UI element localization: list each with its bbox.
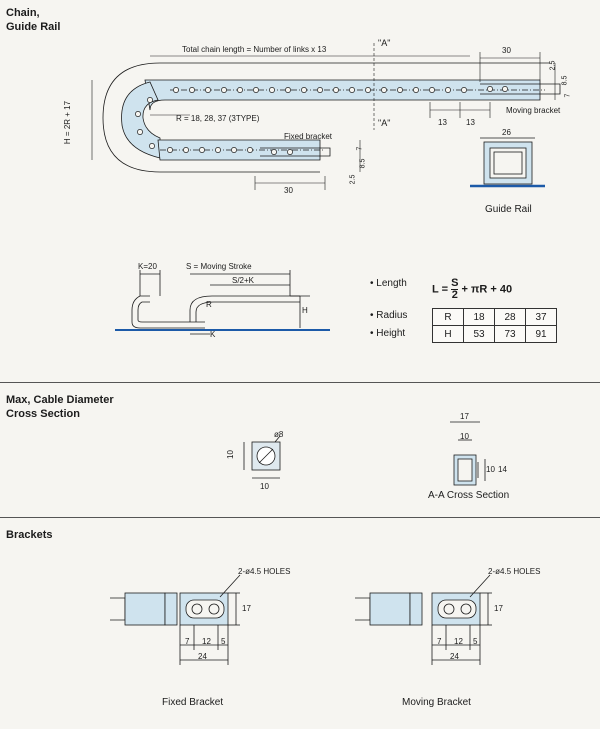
s2k-label: S/2+K — [232, 276, 255, 285]
dim-26: 26 — [502, 128, 511, 137]
aa-dim-14: 14 — [498, 465, 507, 474]
chain-upper-run — [144, 79, 541, 111]
section-title-chain-line2: Guide Rail — [6, 21, 61, 33]
moving-stroke-label: S = Moving Stroke — [186, 262, 252, 271]
dim-2-5-top: 2.5 — [549, 60, 557, 71]
height-row: • Height — [370, 328, 406, 339]
dim-13-right: 13 — [466, 118, 475, 127]
fixed-dim-5: 5 — [221, 637, 226, 646]
stroke-r-label: R — [206, 300, 212, 309]
height-formula-label: H = 2R + 17 — [63, 100, 73, 145]
moving-dim-5: 5 — [473, 637, 478, 646]
dim-8-5-top: 8.5 — [561, 75, 569, 86]
section-title-cable: Max, Cable Diameter Cross Section — [6, 393, 114, 421]
moving-bracket-label: Moving bracket — [506, 106, 561, 115]
chain-dimension-lines — [91, 43, 556, 190]
formula-tail: + πR + 40 — [461, 283, 513, 296]
cable-diam-label: ø8 — [274, 430, 284, 439]
total-length-label: Total chain length = Number of links x 1… — [182, 45, 327, 54]
table-cell: 28 — [494, 308, 526, 326]
dim-13-left: 13 — [438, 118, 447, 127]
length-row: • Length — [370, 278, 407, 289]
moving-bracket-caption: Moving Bracket — [402, 697, 471, 708]
aa-caption: A-A Cross Section — [428, 490, 510, 501]
height-label: Height — [376, 328, 406, 339]
dim-30-top: 30 — [502, 46, 511, 55]
upper-link-pins — [173, 86, 508, 93]
moving-dim-24: 24 — [450, 652, 459, 661]
table-cell: 18 — [463, 308, 495, 326]
table-cell: H — [432, 325, 464, 343]
dim-7-bottom: 7 — [356, 146, 364, 151]
chain-side-view — [102, 62, 561, 173]
table-cell: 91 — [525, 325, 557, 343]
formula-prefix: L = — [432, 283, 449, 296]
section-title-brackets: Brackets — [6, 529, 53, 541]
moving-dim-7: 7 — [437, 637, 442, 646]
fixed-bracket-drawing — [110, 574, 241, 665]
dim-30-bottom: 30 — [284, 186, 293, 195]
dim-8-5-bottom: 8.5 — [359, 158, 367, 169]
formula-denominator: 2 — [451, 289, 458, 301]
k20-label: K=20 — [138, 262, 157, 271]
stroke-k-label: K — [210, 330, 216, 339]
section-title-cable-line2: Cross Section — [6, 408, 80, 420]
aa-dim-10-top: 10 — [460, 432, 469, 441]
lower-link-pins — [135, 97, 293, 155]
length-label: Length — [376, 278, 407, 289]
fixed-dim-17: 17 — [242, 604, 251, 613]
a-marker-top: "A" — [378, 38, 391, 48]
divider-2 — [0, 517, 600, 518]
radius-types-label: R = 18, 28, 37 (3TYPE) — [176, 114, 260, 123]
fixed-dim-12: 12 — [202, 637, 211, 646]
moving-bracket-shape — [480, 83, 561, 95]
guide-rail-caption: Guide Rail — [485, 204, 532, 215]
formula-numerator: S — [451, 277, 459, 290]
fixed-bracket-label: Fixed bracket — [284, 132, 333, 141]
radius-row: • Radius — [370, 310, 408, 321]
cable-dim-10-vertical: 10 — [225, 450, 235, 459]
aa-cross-section-drawing — [450, 421, 486, 486]
section-title-chain: Chain, Guide Rail — [6, 6, 60, 34]
table-row: H 53 73 91 — [432, 325, 557, 343]
moving-dim-17: 17 — [494, 604, 503, 613]
section-title-cable-line1: Max, Cable Diameter — [6, 394, 114, 406]
radius-height-table: R 18 28 37 H 53 73 91 — [432, 308, 557, 343]
fixed-bracket-caption: Fixed Bracket — [162, 697, 224, 708]
dim-7-top: 7 — [564, 93, 572, 98]
fixed-holes-label: 2-ø4.5 HOLES — [238, 567, 291, 576]
cable-dim-10-horizontal: 10 — [260, 482, 269, 491]
radius-label: Radius — [376, 310, 408, 321]
a-marker-bottom: "A" — [378, 118, 391, 128]
dim-2-5-bottom: 2.5 — [349, 174, 357, 185]
aa-dim-10-side: 10 — [486, 465, 495, 474]
fixed-dim-24: 24 — [198, 652, 207, 661]
moving-dim-12: 12 — [454, 637, 463, 646]
guide-rail-drawing — [470, 137, 545, 188]
chain-envelope-outer — [102, 62, 550, 173]
table-cell: 53 — [463, 325, 495, 343]
table-cell: 37 — [525, 308, 557, 326]
aa-dim-17: 17 — [460, 412, 469, 421]
table-row: R 18 28 37 — [432, 308, 557, 326]
stroke-diagram — [115, 270, 330, 335]
fixed-bracket-shape — [260, 147, 331, 157]
table-cell: R — [432, 308, 464, 326]
stroke-h-label: H — [302, 306, 308, 315]
section-title-chain-line1: Chain, — [6, 7, 40, 19]
moving-holes-label: 2-ø4.5 HOLES — [488, 567, 541, 576]
cable-diameter-drawing — [243, 435, 281, 479]
table-cell: 73 — [494, 325, 526, 343]
length-formula: L = S 2 + πR + 40 — [432, 278, 512, 301]
fixed-dim-7: 7 — [185, 637, 190, 646]
divider-1 — [0, 382, 600, 383]
moving-bracket-drawing — [355, 574, 492, 665]
